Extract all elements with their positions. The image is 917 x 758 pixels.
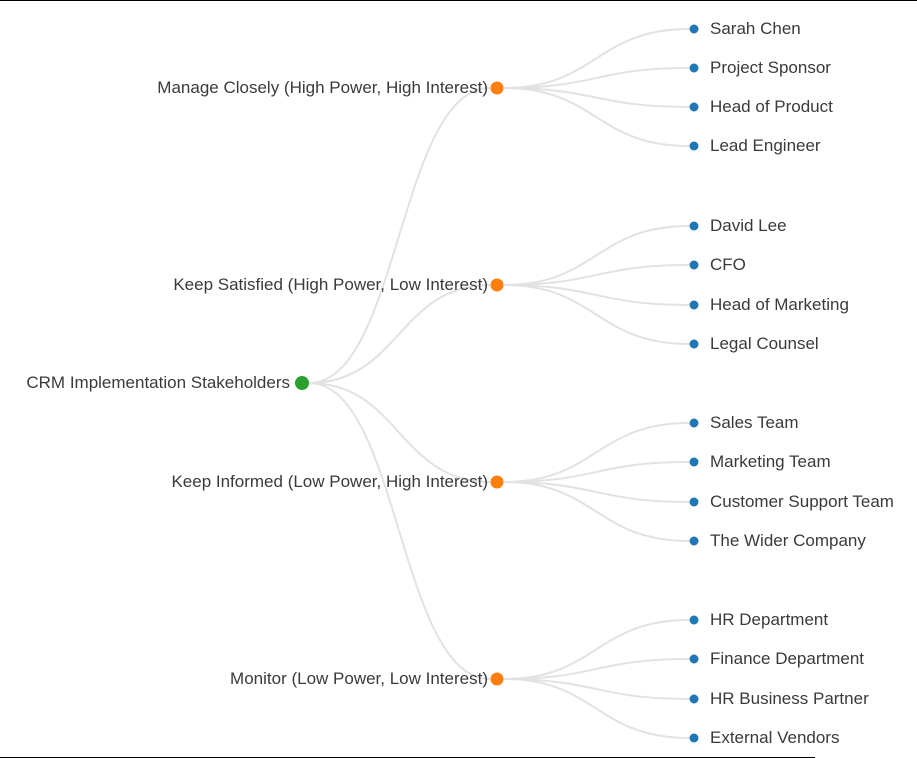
leaf-label: Legal Counsel — [710, 334, 819, 353]
leaf-label: Head of Product — [710, 97, 833, 116]
link-curve — [308, 284, 491, 384]
branch-label-keep-satisfied: Keep Satisfied (High Power, Low Interest… — [173, 275, 488, 294]
root-node-label: CRM Implementation Stakeholders — [26, 373, 290, 392]
link-curve — [503, 284, 690, 306]
leaf-label: Sarah Chen — [710, 19, 801, 38]
leaf-label: David Lee — [710, 216, 787, 235]
leaf-node-dot[interactable] — [689, 260, 699, 270]
leaf-node-dot[interactable] — [689, 63, 699, 73]
leaf-label: The Wider Company — [710, 531, 866, 550]
link-curves — [308, 28, 690, 739]
branch-label-keep-informed: Keep Informed (Low Power, High Interest) — [171, 472, 488, 491]
link-curve — [503, 481, 690, 503]
link-curve — [308, 382, 491, 483]
leaf-label: CFO — [710, 255, 746, 274]
link-curve — [503, 225, 690, 286]
link-curve — [308, 382, 491, 680]
branch-node-dot[interactable] — [490, 278, 504, 292]
link-curve — [503, 481, 690, 542]
leaf-node-dot[interactable] — [689, 615, 699, 625]
leaf-node-dots — [689, 24, 699, 743]
leaf-node-dot[interactable] — [689, 457, 699, 467]
leaf-label: HR Business Partner — [710, 689, 869, 708]
leaf-node-dot[interactable] — [689, 654, 699, 664]
leaf-node-dot[interactable] — [689, 694, 699, 704]
link-curve — [503, 619, 690, 680]
leaf-node-dot[interactable] — [689, 497, 699, 507]
link-curve — [503, 264, 690, 286]
branch-label-manage-closely: Manage Closely (High Power, High Interes… — [157, 78, 488, 97]
leaf-label: HR Department — [710, 610, 829, 629]
branch-node-dot[interactable] — [490, 81, 504, 95]
link-curve — [503, 28, 690, 89]
leaf-node-dot[interactable] — [689, 300, 699, 310]
leaf-node-dot[interactable] — [689, 102, 699, 112]
link-curve — [503, 422, 690, 483]
link-curve — [503, 678, 690, 700]
link-curve — [503, 678, 690, 739]
branch-label-monitor: Monitor (Low Power, Low Interest) — [230, 669, 488, 688]
branch-node-dot[interactable] — [490, 672, 504, 686]
leaf-node-dot[interactable] — [689, 418, 699, 428]
leaf-node-dot[interactable] — [689, 221, 699, 231]
leaf-label: External Vendors — [710, 728, 840, 747]
link-curve — [503, 87, 690, 147]
link-curve — [503, 284, 690, 345]
leaf-node-dot[interactable] — [689, 536, 699, 546]
link-curve — [503, 87, 690, 108]
branch-node-dots — [490, 81, 504, 686]
window-border-top — [0, 0, 917, 1]
branch-node-dot[interactable] — [490, 475, 504, 489]
leaf-label: Lead Engineer — [710, 136, 821, 155]
leaf-label: Project Sponsor — [710, 58, 831, 77]
link-curve — [308, 87, 491, 384]
leaf-node-dot[interactable] — [689, 141, 699, 151]
link-curve — [503, 67, 690, 89]
leaf-node-dot[interactable] — [689, 24, 699, 34]
leaf-label: Head of Marketing — [710, 295, 849, 314]
leaf-label: Marketing Team — [710, 452, 831, 471]
leaf-label: Customer Support Team — [710, 492, 894, 511]
leaf-label: Sales Team — [710, 413, 799, 432]
leaf-node-dot[interactable] — [689, 733, 699, 743]
leaf-label: Finance Department — [710, 649, 865, 668]
link-curve — [503, 658, 690, 680]
root-node-dot[interactable] — [295, 376, 309, 390]
leaf-node-dot[interactable] — [689, 339, 699, 349]
link-curve — [503, 461, 690, 483]
